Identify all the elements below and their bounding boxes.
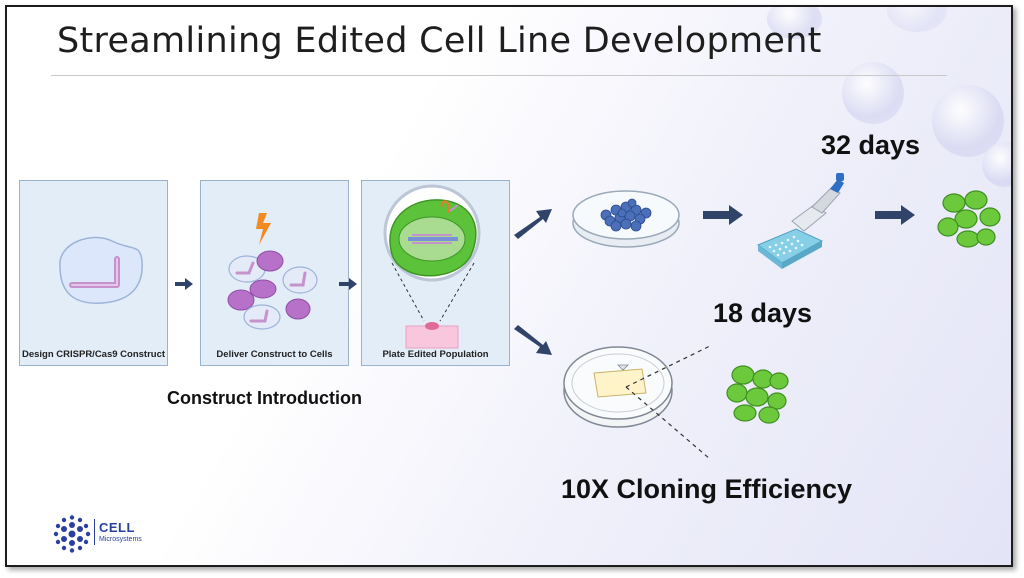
construct-introduction-label: Construct Introduction bbox=[167, 388, 362, 408]
background-bubble bbox=[767, 7, 822, 39]
logo-name: CELL bbox=[99, 520, 135, 535]
background-bubble bbox=[842, 62, 904, 124]
well-plate-icon bbox=[757, 228, 824, 269]
logo-divider bbox=[94, 519, 95, 545]
panel-deliver-construct: Deliver Construct to Cells bbox=[200, 180, 349, 366]
logo-subtitle: Microsystems bbox=[99, 536, 142, 543]
days-32-label: 32 days bbox=[821, 130, 921, 160]
plasmid-construct-icon bbox=[59, 236, 143, 304]
transfected-cells-icon bbox=[227, 213, 318, 330]
arrow-right-icon bbox=[175, 278, 193, 290]
panel-design-construct: Design CRISPR/Cas9 Construct bbox=[19, 180, 168, 366]
cell-cluster-icon bbox=[726, 365, 789, 424]
cell-microsystems-logo-icon bbox=[53, 515, 91, 553]
panel-label: Plate Edited Population bbox=[382, 349, 489, 360]
title-divider bbox=[51, 75, 947, 76]
pipette-icon bbox=[757, 173, 844, 269]
cloning-efficiency-label: 10X Cloning Efficiency bbox=[561, 474, 853, 504]
panel-label: Design CRISPR/Cas9 Construct bbox=[21, 349, 166, 360]
slide-title: Streamlining Edited Cell Line Developmen… bbox=[57, 21, 822, 61]
background-bubble bbox=[887, 7, 947, 32]
arrow-right-icon bbox=[703, 205, 743, 225]
edited-cell-zoom-icon bbox=[383, 184, 481, 349]
lightning-icon bbox=[256, 213, 271, 245]
arrow-up-right-icon bbox=[514, 209, 552, 239]
arrow-right-icon bbox=[339, 278, 357, 290]
petri-dish-chip-icon bbox=[563, 344, 713, 460]
arrow-down-right-icon bbox=[514, 325, 552, 355]
petri-dish-icon bbox=[572, 190, 680, 248]
panel-plate-population: Plate Edited Population bbox=[361, 180, 510, 366]
days-18-label: 18 days bbox=[713, 298, 813, 328]
cell-cluster-icon bbox=[937, 190, 1001, 248]
background-bubble bbox=[982, 142, 1011, 187]
slide: Streamlining Edited Cell Line Developmen… bbox=[5, 5, 1013, 567]
arrow-right-icon bbox=[875, 205, 915, 225]
panel-label: Deliver Construct to Cells bbox=[216, 349, 333, 360]
